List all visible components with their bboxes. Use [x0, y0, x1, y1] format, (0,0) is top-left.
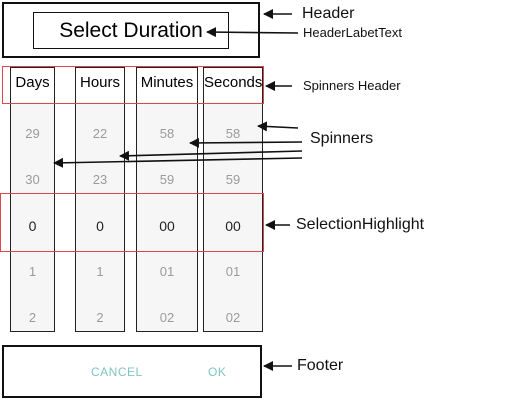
spinner-value[interactable]: 23: [92, 172, 108, 187]
spinner-value[interactable]: 59: [159, 172, 175, 187]
annotation-spinners: Spinners: [310, 130, 374, 147]
spinner-value[interactable]: 01: [159, 264, 175, 279]
arrow-spinner-days: [53, 157, 303, 168]
arrow-header-label-text: [206, 27, 299, 38]
footer-box: [2, 345, 262, 398]
annotation-selection-highlight: SelectionHighlight: [296, 216, 425, 233]
spinner-value[interactable]: 29: [25, 126, 40, 141]
annotation-header-label-text: HeaderLabetText: [303, 25, 403, 40]
spinner-minutes[interactable]: Minutes 58 59 00 01 02: [136, 67, 198, 332]
spinner-value[interactable]: 58: [225, 126, 241, 141]
ok-button[interactable]: OK: [208, 365, 227, 379]
annotation-footer: Footer: [297, 357, 344, 374]
cancel-button[interactable]: CANCEL: [91, 365, 143, 379]
spinner-value[interactable]: 2: [96, 310, 104, 325]
spinner-value[interactable]: 1: [96, 264, 104, 279]
annotation-header: Header: [302, 5, 355, 22]
spinner-selected-value[interactable]: 0: [96, 218, 104, 234]
spinner-header-minutes: Minutes: [137, 68, 197, 102]
spinner-seconds[interactable]: Seconds 58 59 00 01 02: [203, 67, 263, 332]
spinner-value[interactable]: 1: [28, 264, 37, 279]
spinner-days[interactable]: Days 29 30 0 1 2: [10, 67, 55, 332]
spinner-header-seconds: Seconds: [204, 68, 262, 102]
spinner-value[interactable]: 02: [225, 310, 241, 325]
spinner-value[interactable]: 01: [225, 264, 241, 279]
spinner-selected-value[interactable]: 00: [159, 218, 175, 234]
spinners-header-highlight: [2, 66, 264, 104]
spinner-value[interactable]: 02: [159, 310, 175, 325]
spinner-value[interactable]: 58: [159, 126, 175, 141]
spinner-value[interactable]: 22: [92, 126, 108, 141]
arrow-spinner-minutes: [189, 137, 303, 148]
arrow-spinner-seconds: [257, 121, 299, 132]
spinner-hours[interactable]: Hours 22 23 0 1 2: [75, 67, 125, 332]
annotation-spinners-header: Spinners Header: [303, 78, 401, 93]
spinner-value[interactable]: 30: [25, 172, 40, 187]
header-label-box: [33, 12, 229, 49]
arrow-spinner-hours: [119, 150, 303, 161]
spinner-header-days: Days: [11, 68, 54, 102]
header-label-text: Select Duration: [59, 19, 203, 42]
spinner-value[interactable]: 2: [28, 310, 37, 325]
spinner-header-hours: Hours: [76, 68, 124, 102]
spinner-selected-value[interactable]: 00: [225, 218, 241, 234]
spinner-selected-value[interactable]: 0: [28, 218, 37, 234]
spinner-value[interactable]: 59: [225, 172, 241, 187]
selection-highlight: [0, 193, 264, 252]
